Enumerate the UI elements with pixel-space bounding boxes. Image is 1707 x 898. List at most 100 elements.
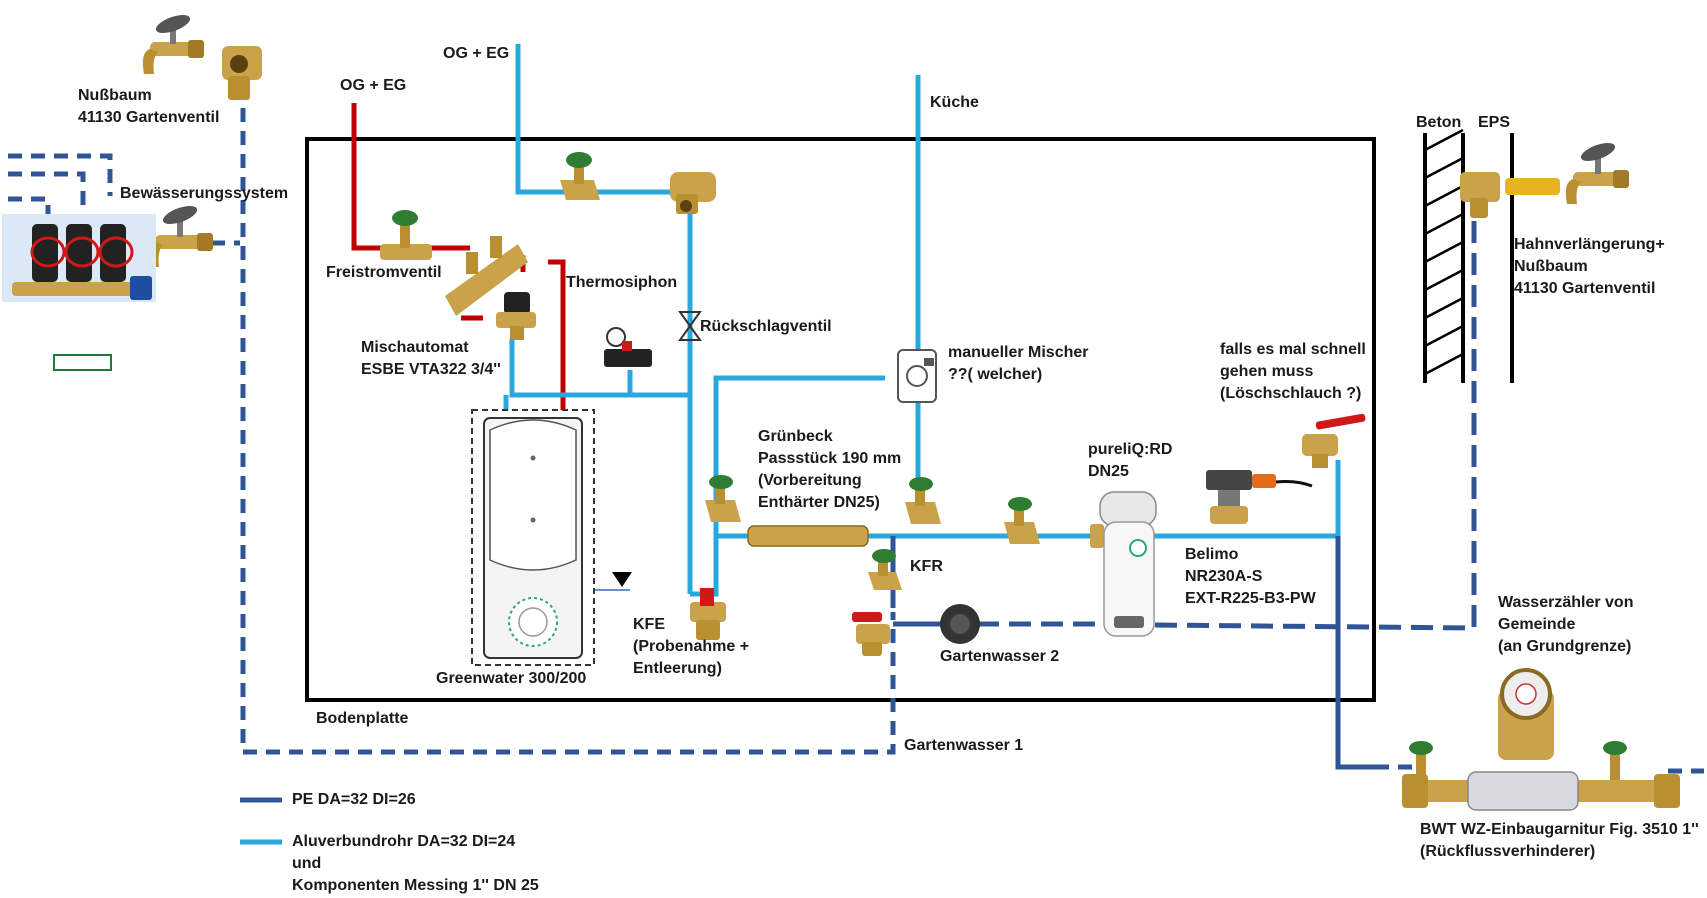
label-line: (an Grundgrenze) <box>1498 638 1632 655</box>
gate-valve-icon <box>380 210 432 260</box>
tee-fitting-icon <box>670 172 716 214</box>
label-line: Passstück 190 mm <box>758 450 902 467</box>
tap-extension-icon <box>1460 172 1560 218</box>
label-line: Küche <box>930 94 979 111</box>
label-irrigation: Bewässerungssystem <box>120 183 288 205</box>
label-line: falls es mal schnell <box>1220 341 1366 358</box>
storage-tank-icon <box>471 409 632 666</box>
label-beton: Beton <box>1416 112 1461 134</box>
label-line: OG + EG <box>340 77 407 94</box>
label-line: Hahnverlängerung+ <box>1514 236 1665 253</box>
label-line: (Probenahme + <box>633 638 750 655</box>
label-line: KFE <box>633 616 665 633</box>
label-manueller-mischer: manueller Mischer ??( welcher) <box>948 342 1089 386</box>
label-line: Entleerung) <box>633 660 722 677</box>
motorized-ball-valve-icon <box>1206 470 1313 524</box>
label-line: Gartenwasser 2 <box>940 648 1060 665</box>
legend-line: Komponenten Messing 1'' DN 25 <box>292 877 539 894</box>
label-mischautomat: Mischautomat ESBE VTA322 3/4'' <box>361 337 501 381</box>
garden-water-meter-icon <box>940 604 980 644</box>
garden-tap-icon <box>147 205 213 267</box>
water-meter-icon <box>1402 668 1680 811</box>
label-line: 41130 Gartenventil <box>1514 280 1656 297</box>
label-greenwater: Greenwater 300/200 <box>436 668 586 690</box>
label-line: EXT-R225-B3-PW <box>1185 590 1316 607</box>
label-line: NR230A-S <box>1185 568 1263 585</box>
label-line: Gartenwasser 1 <box>904 737 1024 754</box>
label-belimo: Belimo NR230A-S EXT-R225-B3-PW <box>1185 544 1316 610</box>
label-line: Grünbeck <box>758 428 833 445</box>
mixing-valve-icon <box>496 292 536 340</box>
mixing-valve-icon <box>897 349 937 403</box>
garden-tap-icon <box>142 14 204 74</box>
label-line: Bewässerungssystem <box>120 185 289 202</box>
label-bwt: BWT WZ-Einbaugarnitur Fig. 3510 1'' (Rüc… <box>1420 819 1699 863</box>
label-line: Greenwater 300/200 <box>436 670 587 687</box>
label-og-eg-mid: OG + EG <box>443 43 509 65</box>
label-pureliq: pureliQ:RD DN25 <box>1088 439 1172 483</box>
label-line: Mischautomat <box>361 339 469 356</box>
label-hahnverlaengerung: Hahnverlängerung+ Nußbaum 41130 Gartenve… <box>1514 234 1665 300</box>
legend-swatches <box>240 797 282 845</box>
gate-valve-icon <box>868 549 902 590</box>
label-line: KFR <box>910 558 943 575</box>
label-gartenwasser2: Gartenwasser 2 <box>940 646 1059 668</box>
label-line: DN25 <box>1088 463 1129 480</box>
label-line: BWT WZ-Einbaugarnitur Fig. 3510 1'' <box>1420 821 1699 838</box>
label-line: Gemeinde <box>1498 616 1576 633</box>
label-gartenwasser1: Gartenwasser 1 <box>904 735 1023 757</box>
label-line: (Löschschlauch ?) <box>1220 385 1362 402</box>
label-line: Nußbaum <box>1514 258 1588 275</box>
legend-line: PE DA=32 DI=26 <box>292 791 416 808</box>
gate-valve-icon <box>1004 497 1040 544</box>
label-line: OG + EG <box>443 45 510 62</box>
label-line: manueller Mischer <box>948 344 1089 361</box>
drain-valve-icon <box>690 588 726 640</box>
gate-valve-icon <box>705 475 741 522</box>
label-line: Wasserzähler von <box>1498 594 1634 611</box>
label-line: ESBE VTA322 3/4'' <box>361 361 501 378</box>
label-line: ??( welcher) <box>948 366 1043 383</box>
label-thermosiphon: Thermosiphon <box>566 272 677 294</box>
label-line: gehen muss <box>1220 363 1314 380</box>
label-line: (Vorbereitung <box>758 472 862 489</box>
label-kfe: KFE (Probenahme + Entleerung) <box>633 614 749 680</box>
label-line: Beton <box>1416 114 1462 131</box>
label-freistromventil: Freistromventil <box>326 262 442 284</box>
legend-alu: Aluverbundrohr DA=32 DI=24 und Komponent… <box>292 831 539 897</box>
legend-line: und <box>292 855 322 872</box>
legend-line: Aluverbundrohr DA=32 DI=24 <box>292 833 516 850</box>
label-eps: EPS <box>1478 112 1510 134</box>
label-line: Thermosiphon <box>566 274 678 291</box>
label-falls: falls es mal schnell gehen muss (Löschsc… <box>1220 339 1366 405</box>
water-filter-icon <box>1090 491 1157 637</box>
gate-valve-icon <box>905 477 941 524</box>
label-line: Belimo <box>1185 546 1239 563</box>
label-line: Freistromventil <box>326 264 442 281</box>
label-bodenplatte: Bodenplatte <box>316 708 408 730</box>
irrigation-manifold-icon <box>2 214 156 302</box>
label-line: Enthärter DN25) <box>758 494 880 511</box>
label-line: Nußbaum <box>78 87 152 104</box>
ball-valve-icon <box>852 612 890 656</box>
label-wasserzaehler: Wasserzähler von Gemeinde (an Grundgrenz… <box>1498 592 1633 658</box>
label-kfr: KFR <box>910 556 943 578</box>
label-nussbaum-top: Nußbaum 41130 Gartenventil <box>78 85 219 129</box>
label-line: EPS <box>1478 114 1511 131</box>
label-rueckschlagventil: Rückschlagventil <box>700 316 832 338</box>
label-kueche: Küche <box>930 92 979 114</box>
elbow-fitting-icon <box>222 46 262 100</box>
label-line: pureliQ:RD <box>1088 441 1173 458</box>
pressure-gauge-icon <box>604 327 652 367</box>
legend-pe: PE DA=32 DI=26 <box>292 789 416 811</box>
label-line: Bodenplatte <box>316 710 409 727</box>
label-line: (Rückflussverhinderer) <box>1420 843 1596 860</box>
check-valve-icon <box>678 311 702 341</box>
label-og-eg-left: OG + EG <box>340 75 406 97</box>
small-placeholder-box <box>53 354 112 371</box>
wall-section <box>1423 128 1514 383</box>
label-line: Rückschlagventil <box>700 318 832 335</box>
fitting-piece-icon <box>747 525 869 547</box>
pe-pipes <box>8 85 1704 774</box>
